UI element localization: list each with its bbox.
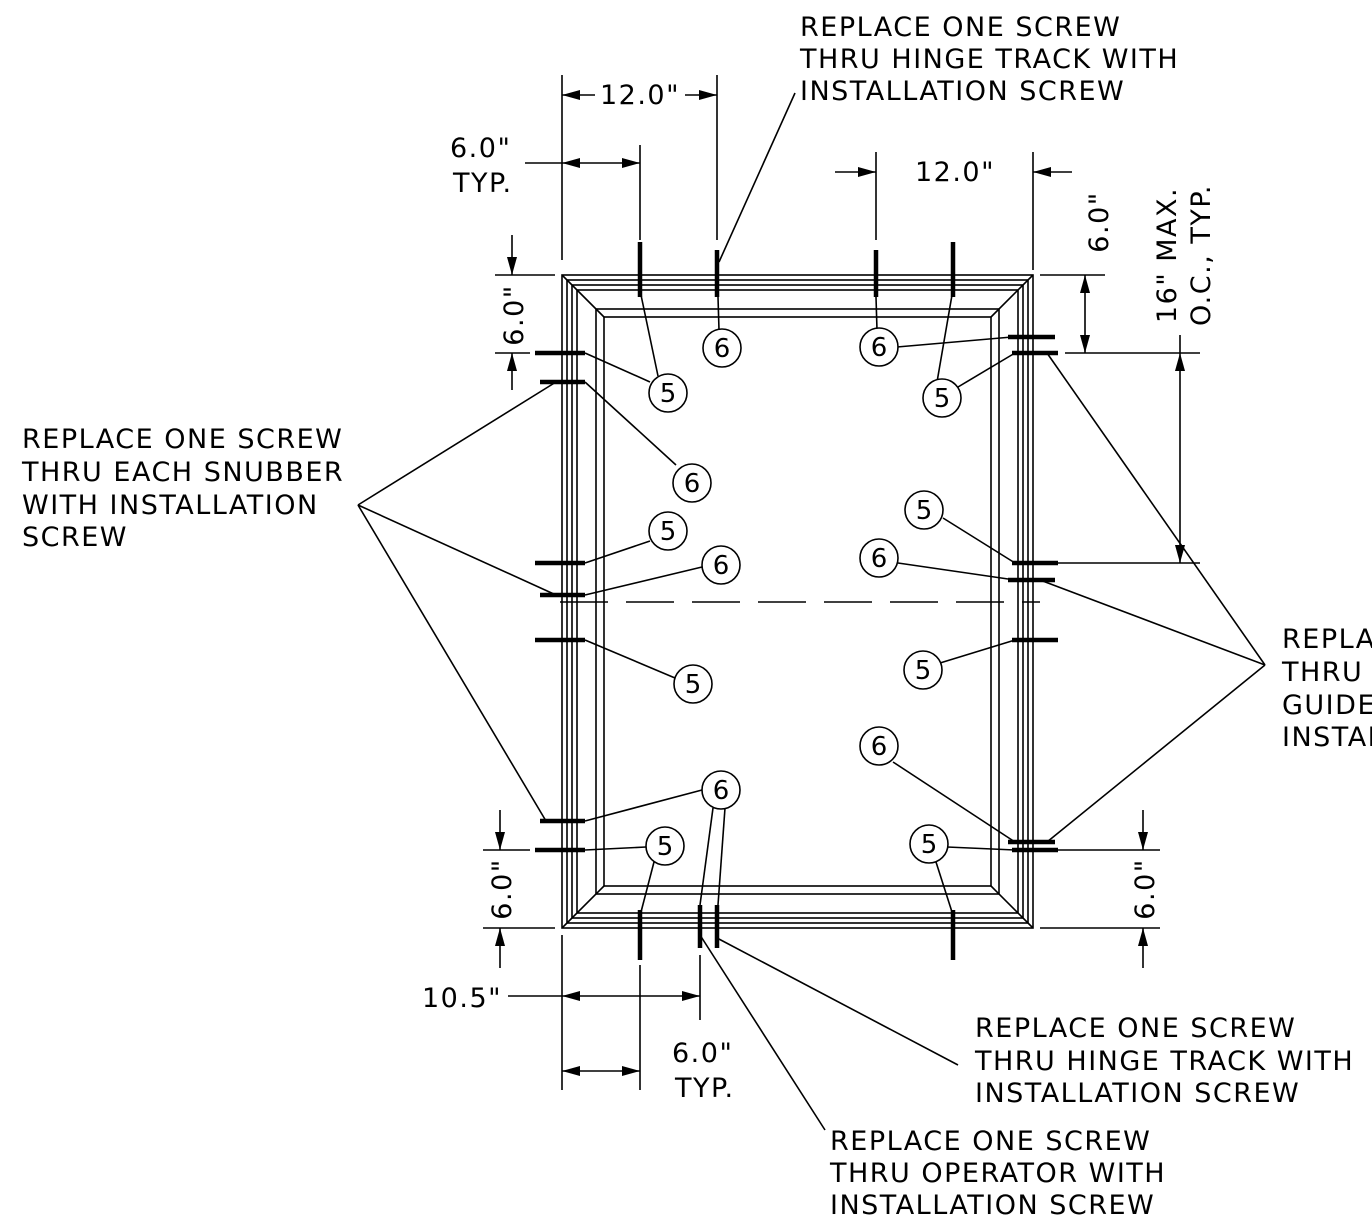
callout-6: 6 xyxy=(859,538,899,578)
callout-5: 5 xyxy=(922,378,962,418)
svg-text:THRU: THRU xyxy=(1281,657,1363,688)
dim-left-lower-6: 6.0" xyxy=(487,858,518,919)
svg-text:6: 6 xyxy=(713,776,730,806)
dim-top-left-6-typ: TYP. xyxy=(452,168,513,199)
dimension-labels: 12.0" 6.0" TYP. 12.0" 6.0" 16" MAX. O.C.… xyxy=(422,80,1217,1104)
vertical-screws xyxy=(637,242,956,960)
note-snubber: REPLACE ONE SCREW THRU EACH SNUBBER WITH… xyxy=(21,424,344,553)
svg-text:6: 6 xyxy=(871,333,888,363)
svg-text:INSTALLATION SCREW: INSTALLATION SCREW xyxy=(830,1190,1155,1219)
note-guide-right: REPLA THRU GUIDE INSTAL xyxy=(1281,624,1372,753)
dim-top-right-6-vertical: 6.0" xyxy=(1084,191,1115,252)
dim-bottom-6: 6.0" xyxy=(672,1038,733,1069)
callout-5: 5 xyxy=(904,490,944,530)
svg-text:6: 6 xyxy=(714,334,731,364)
dim-top-left-12: 12.0" xyxy=(600,80,680,111)
svg-text:WITH INSTALLATION: WITH INSTALLATION xyxy=(22,490,319,521)
callout-6: 6 xyxy=(702,328,742,368)
svg-text:5: 5 xyxy=(934,384,951,414)
arrowheads xyxy=(495,90,1185,1076)
dim-left-upper-6: 6.0" xyxy=(499,284,530,345)
svg-text:6: 6 xyxy=(684,469,701,499)
callout-5: 5 xyxy=(648,373,688,413)
svg-text:THRU OPERATOR WITH: THRU OPERATOR WITH xyxy=(829,1158,1166,1189)
svg-text:5: 5 xyxy=(685,670,702,700)
svg-text:6: 6 xyxy=(871,732,888,762)
svg-text:REPLACE ONE SCREW: REPLACE ONE SCREW xyxy=(22,424,343,455)
note-hinge-track-top: REPLACE ONE SCREW THRU HINGE TRACK WITH … xyxy=(799,12,1179,107)
svg-text:REPLACE ONE SCREW: REPLACE ONE SCREW xyxy=(975,1013,1296,1044)
svg-text:INSTALLATION SCREW: INSTALLATION SCREW xyxy=(975,1078,1300,1109)
svg-text:REPLACE ONE SCREW: REPLACE ONE SCREW xyxy=(800,12,1121,43)
note-hinge-track-bottom: REPLACE ONE SCREW THRU HINGE TRACK WITH … xyxy=(974,1013,1354,1109)
callout-5: 5 xyxy=(903,650,943,690)
dim-top-right-12: 12.0" xyxy=(915,157,995,188)
callout-6: 6 xyxy=(859,726,899,766)
callout-5: 5 xyxy=(645,826,685,866)
dim-right-lower-6: 6.0" xyxy=(1130,858,1161,919)
svg-text:THRU HINGE TRACK WITH: THRU HINGE TRACK WITH xyxy=(974,1046,1354,1077)
callout-5-group: 5 5 5 5 5 5 5 5 xyxy=(645,373,962,866)
svg-text:GUIDE: GUIDE xyxy=(1282,690,1372,721)
svg-text:5: 5 xyxy=(660,379,677,409)
callout-6: 6 xyxy=(859,327,899,367)
dim-top-left-6: 6.0" xyxy=(450,133,511,164)
callout-5: 5 xyxy=(909,824,949,864)
callout-6: 6 xyxy=(701,770,741,810)
svg-text:INSTALLATION SCREW: INSTALLATION SCREW xyxy=(800,76,1125,107)
svg-text:SCREW: SCREW xyxy=(22,522,128,553)
callout-5: 5 xyxy=(648,511,688,551)
svg-text:REPLACE ONE SCREW: REPLACE ONE SCREW xyxy=(830,1126,1151,1157)
callout-6: 6 xyxy=(701,545,741,585)
callout-6-group: 6 6 6 6 6 6 6 xyxy=(672,327,899,810)
dim-bottom-6-typ: TYP. xyxy=(674,1073,735,1104)
svg-text:5: 5 xyxy=(921,830,938,860)
leader-lines xyxy=(357,92,1266,1131)
svg-text:5: 5 xyxy=(916,496,933,526)
horizontal-screws xyxy=(535,334,1058,853)
svg-text:THRU HINGE TRACK WITH: THRU HINGE TRACK WITH xyxy=(799,44,1179,75)
svg-text:6: 6 xyxy=(871,544,888,574)
dim-right-16-max: 16" MAX. xyxy=(1152,187,1183,323)
svg-text:5: 5 xyxy=(915,656,932,686)
svg-text:REPLA: REPLA xyxy=(1282,624,1372,655)
callout-6: 6 xyxy=(672,463,712,503)
svg-text:INSTAL: INSTAL xyxy=(1282,722,1372,753)
svg-text:5: 5 xyxy=(657,832,674,862)
svg-text:THRU EACH SNUBBER: THRU EACH SNUBBER xyxy=(21,457,344,488)
dim-right-oc-typ: O.C., TYP. xyxy=(1186,184,1217,326)
svg-text:6: 6 xyxy=(713,551,730,581)
callout-5: 5 xyxy=(673,664,713,704)
note-operator: REPLACE ONE SCREW THRU OPERATOR WITH INS… xyxy=(829,1126,1166,1219)
svg-text:5: 5 xyxy=(660,517,677,547)
dim-bottom-10-5: 10.5" xyxy=(422,983,502,1014)
